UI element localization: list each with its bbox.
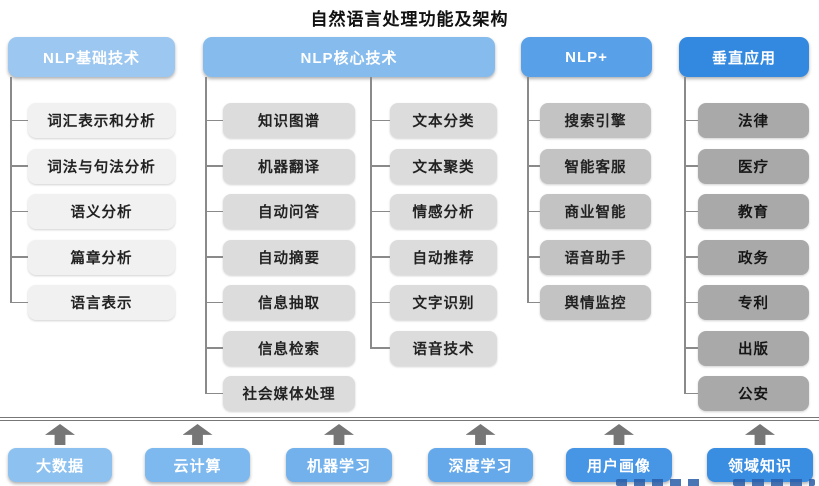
up-arrow-icon <box>745 424 775 445</box>
diagram-node: 机器翻译 <box>205 148 355 184</box>
foundation-label: 用户画像 <box>566 448 672 482</box>
column-nlp-basic: 词汇表示和分析词法与句法分析语义分析篇章分析语言表示 <box>10 103 175 320</box>
diagram-node: 商业智能 <box>527 194 651 229</box>
diagram-node: 医疗 <box>684 148 809 184</box>
watermark <box>616 479 702 486</box>
column-vertical-apps: 法律医疗教育政务专利出版公安 <box>684 103 809 411</box>
up-arrow-icon <box>324 424 354 445</box>
diagram-node: 自动推荐 <box>370 239 497 275</box>
connector-line-core-right <box>370 77 372 348</box>
connector-line-core-left <box>205 77 207 394</box>
diagram-node: 专利 <box>684 285 809 320</box>
foundation-label: 机器学习 <box>286 448 392 482</box>
foundation-label: 云计算 <box>145 448 250 482</box>
diagram-node: 教育 <box>684 194 809 229</box>
diagram-node: 文字识别 <box>370 285 497 320</box>
connector-line-vertical <box>684 77 686 394</box>
diagram-node: 信息检索 <box>205 330 355 366</box>
diagram-node: 公安 <box>684 376 809 411</box>
header-vertical-apps: 垂直应用 <box>679 37 809 77</box>
diagram-node: 词法与句法分析 <box>10 148 175 184</box>
up-arrow-icon <box>182 424 213 445</box>
diagram-node: 语言表示 <box>10 285 175 320</box>
foundation-big-data: 大数据 <box>8 424 112 482</box>
separator-line <box>0 417 819 421</box>
diagram-node: 舆情监控 <box>527 285 651 320</box>
diagram-node: 自动问答 <box>205 194 355 229</box>
diagram-node: 文本聚类 <box>370 148 497 184</box>
header-nlp-core: NLP核心技术 <box>203 37 495 77</box>
column-nlp-core-right: 文本分类文本聚类情感分析自动推荐文字识别语音技术 <box>370 103 497 366</box>
connector-line-basic <box>10 77 12 303</box>
diagram-node: 词汇表示和分析 <box>10 103 175 138</box>
column-nlp-plus: 搜索引擎智能客服商业智能语音助手舆情监控 <box>527 103 651 320</box>
foundation-label: 大数据 <box>8 448 112 482</box>
foundation-label: 领域知识 <box>707 448 813 482</box>
diagram-node: 文本分类 <box>370 103 497 138</box>
diagram-node: 社会媒体处理 <box>205 376 355 411</box>
diagram-node: 智能客服 <box>527 148 651 184</box>
foundation-user-profile: 用户画像 <box>566 424 672 482</box>
diagram-node: 情感分析 <box>370 194 497 229</box>
column-nlp-core-left: 知识图谱机器翻译自动问答自动摘要信息抽取信息检索社会媒体处理 <box>205 103 355 411</box>
diagram-node: 语义分析 <box>10 194 175 229</box>
foundation-deep-learning: 深度学习 <box>428 424 533 482</box>
diagram-node: 知识图谱 <box>205 103 355 138</box>
diagram-node: 语音技术 <box>370 330 497 366</box>
watermark <box>733 479 815 486</box>
header-nlp-basic: NLP基础技术 <box>8 37 175 77</box>
diagram-node: 篇章分析 <box>10 239 175 275</box>
foundation-label: 深度学习 <box>428 448 533 482</box>
header-nlp-plus: NLP+ <box>521 37 652 77</box>
foundation-cloud-computing: 云计算 <box>145 424 250 482</box>
diagram-node: 自动摘要 <box>205 239 355 275</box>
diagram-node: 语音助手 <box>527 239 651 275</box>
diagram-node: 法律 <box>684 103 809 138</box>
connector-line-nlp-plus <box>527 77 529 303</box>
up-arrow-icon <box>465 424 496 445</box>
up-arrow-icon <box>45 424 75 445</box>
diagram-node: 出版 <box>684 330 809 366</box>
diagram-node: 信息抽取 <box>205 285 355 320</box>
diagram-node: 搜索引擎 <box>527 103 651 138</box>
page-title: 自然语言处理功能及架构 <box>310 10 509 29</box>
up-arrow-icon <box>604 424 634 445</box>
diagram-node: 政务 <box>684 239 809 275</box>
foundation-domain-knowledge: 领域知识 <box>707 424 813 482</box>
foundation-machine-learning: 机器学习 <box>286 424 392 482</box>
